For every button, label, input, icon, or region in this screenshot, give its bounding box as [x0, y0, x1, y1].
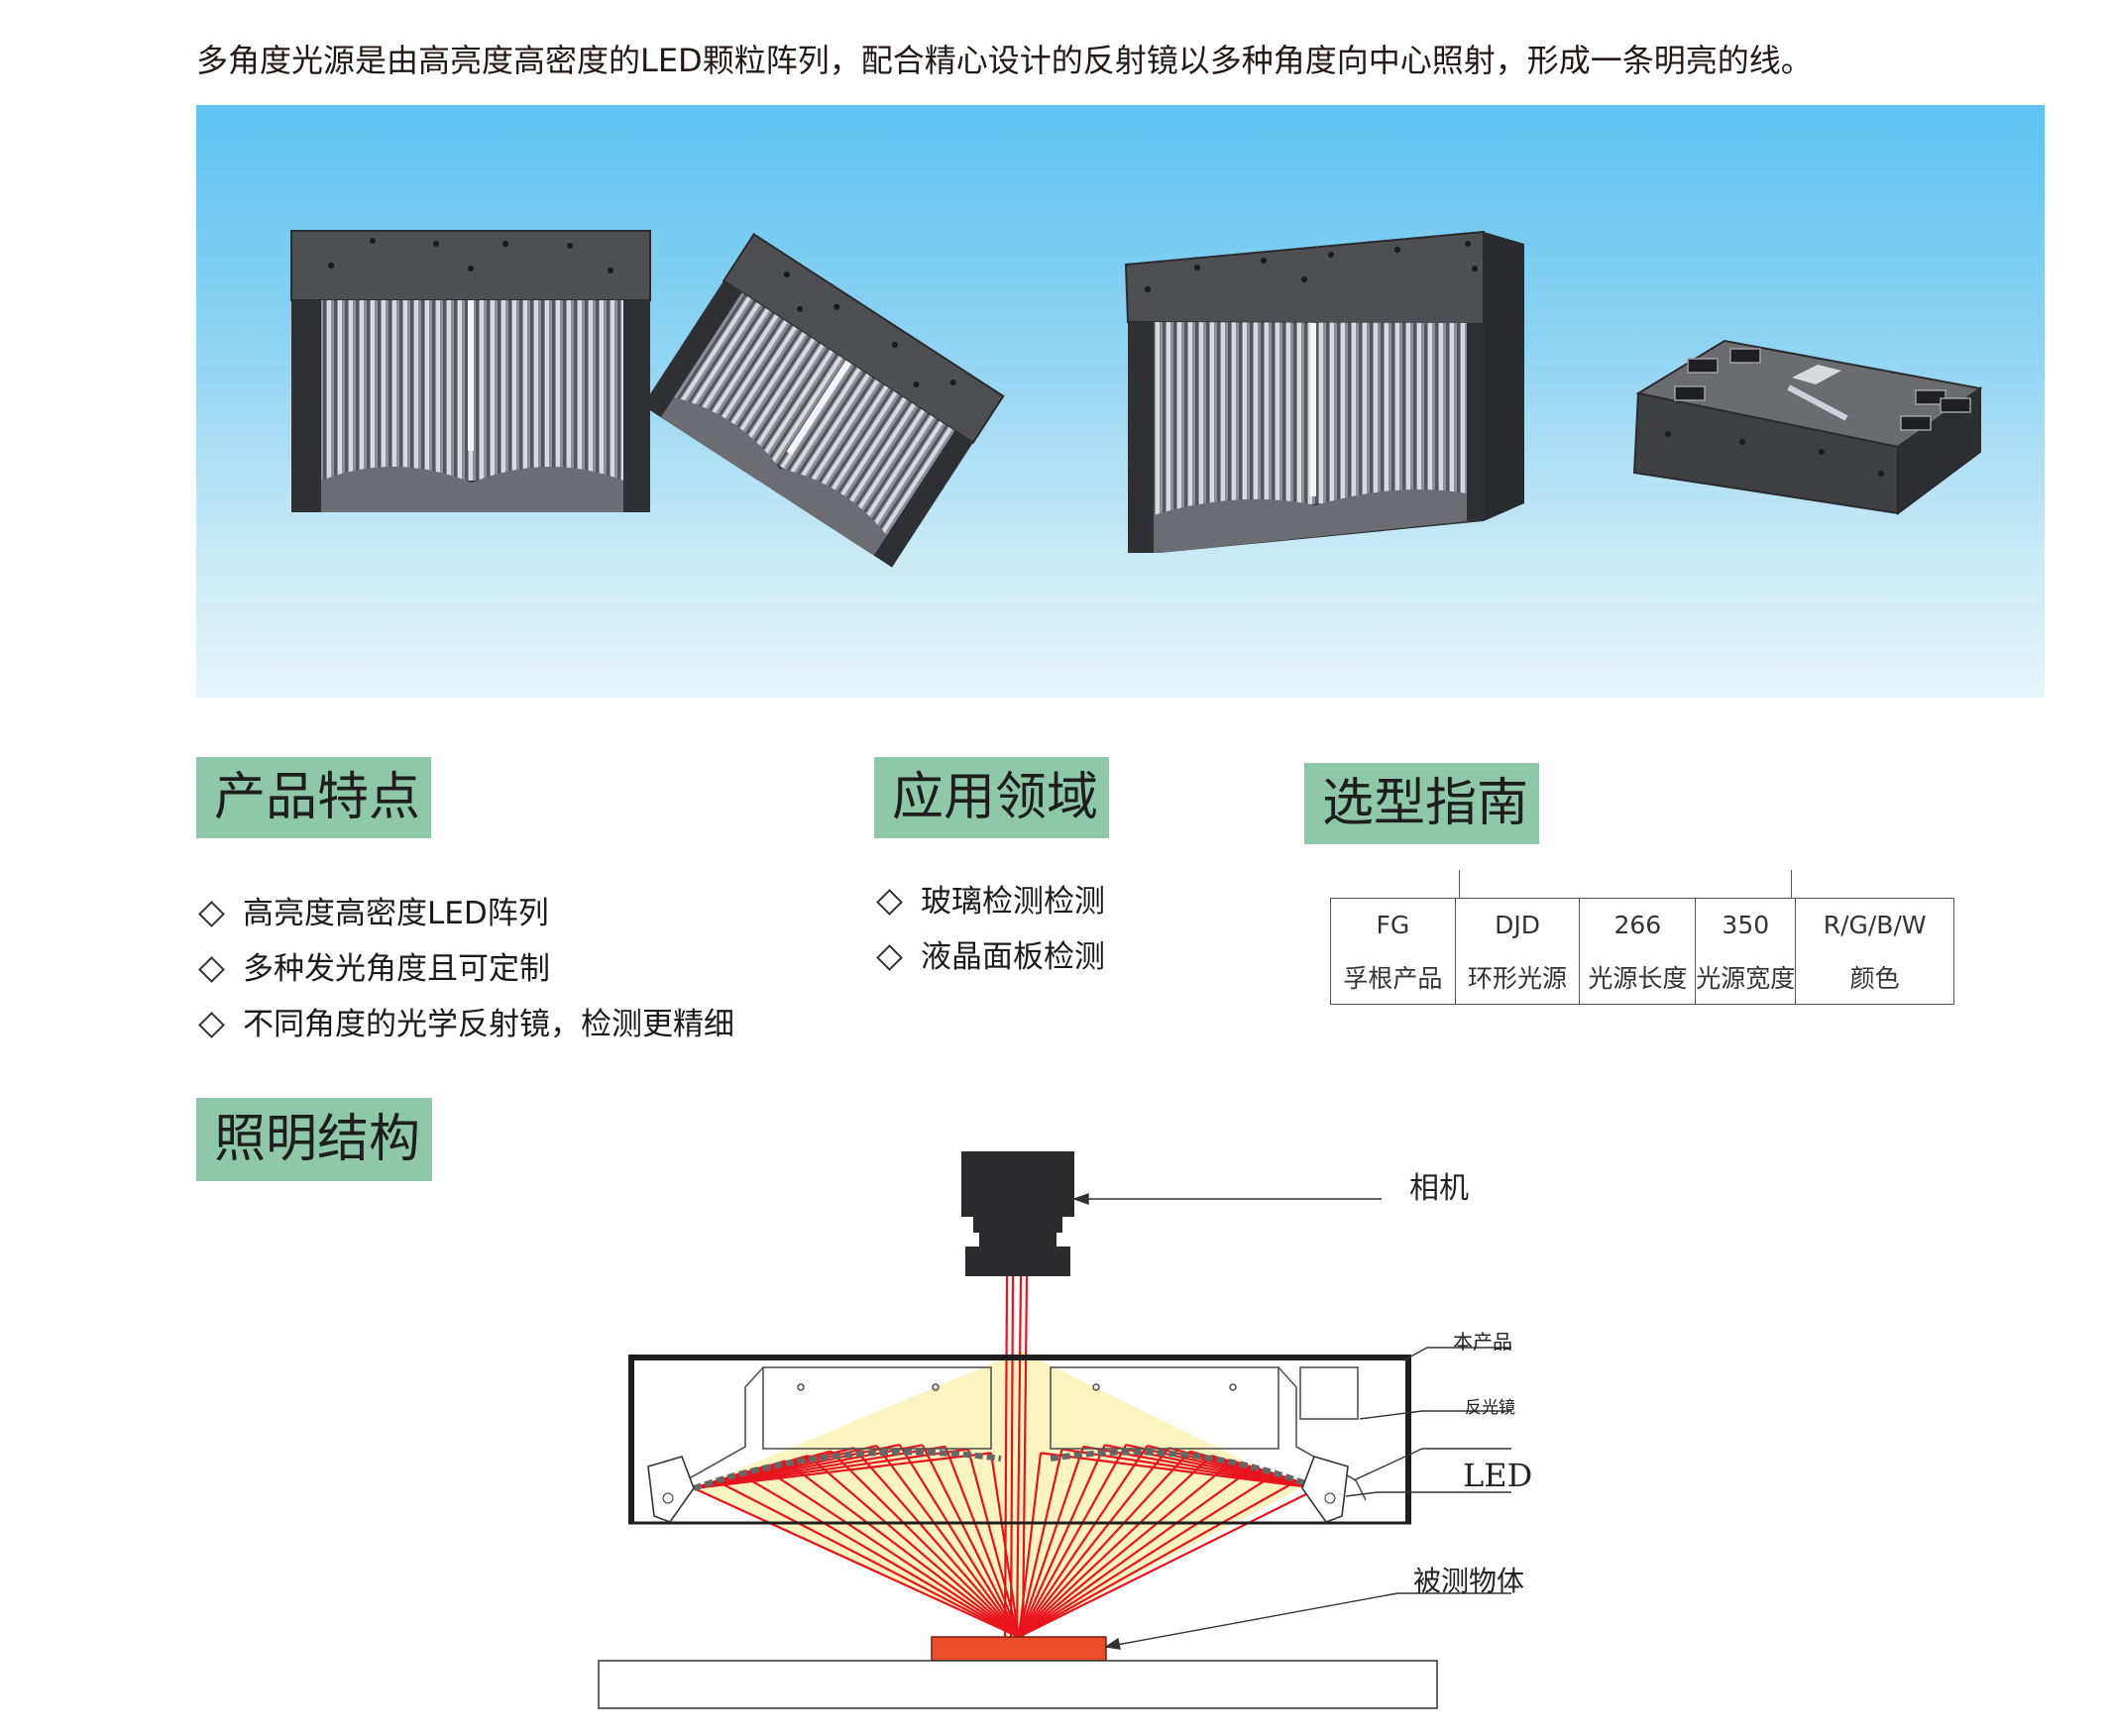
features-title: 产品特点 [196, 757, 431, 838]
intro-text: 多角度光源是由高亮度高密度的LED颗粒阵列，配合精心设计的反射镜以多种角度向中心… [196, 42, 1813, 79]
code-cell: DJD [1454, 898, 1581, 950]
code-cell: 350 [1695, 898, 1797, 950]
light-ray [1018, 1450, 1191, 1638]
product-photo [196, 105, 2045, 698]
diamond-bullet-icon [876, 943, 903, 971]
light-ray [898, 1444, 1020, 1638]
light-ray [693, 1452, 992, 1490]
leader-lines [1071, 1193, 1511, 1650]
code-cell: R/G/B/W [1795, 898, 1954, 950]
light-ray [1040, 1452, 1319, 1490]
list-item: 液晶面板检测 [874, 929, 1105, 985]
light-ray [1018, 1472, 1277, 1638]
label-object: 被测物体 [1413, 1565, 1525, 1597]
light-ray [1018, 1487, 1319, 1638]
light-ray [1018, 1447, 1170, 1638]
light-ray [852, 1447, 1020, 1638]
lighting-structure-diagram: 相机 本产品 反光镜 LED 被测物体 [585, 1139, 1532, 1724]
product-view-perspective [1124, 230, 1524, 553]
light-ray [1018, 1445, 1149, 1638]
guide-title: 选型指南 [1304, 763, 1539, 844]
camera-icon [961, 1151, 1074, 1276]
list-item: 不同角度的光学反射镜，检测更精细 [196, 997, 734, 1052]
code-cell: FG [1330, 898, 1456, 950]
label-cell: 环形光源 [1454, 950, 1581, 1005]
reflector-right [1050, 1449, 1320, 1491]
label-cell: 孚根产品 [1330, 950, 1456, 1005]
light-ray [875, 1445, 1020, 1638]
light-ray [1018, 1460, 1234, 1638]
light-ray [738, 1472, 1020, 1638]
reflector-left [693, 1449, 1002, 1491]
list-item: 多种发光角度且可定制 [196, 941, 734, 997]
light-ray [944, 1446, 1021, 1638]
label-cell: 光源宽度 [1695, 950, 1797, 1005]
light-ray [1017, 1446, 1085, 1638]
table-divider-tick [1459, 870, 1460, 898]
light-ray [1018, 1465, 1256, 1638]
light-ray [693, 1486, 1020, 1639]
light-ray [784, 1460, 1020, 1638]
light-ray [716, 1479, 1020, 1638]
led-mount-right [1301, 1456, 1349, 1523]
test-object [931, 1636, 1107, 1662]
product-view-back [1632, 339, 1983, 515]
structure-title: 照明结构 [196, 1098, 432, 1181]
label-reflector: 反光镜 [1465, 1398, 1515, 1418]
label-product: 本产品 [1453, 1330, 1512, 1354]
diamond-bullet-icon [198, 900, 225, 927]
product-renderings [290, 230, 1983, 568]
list-item: 玻璃检测检测 [874, 874, 1105, 929]
light-ray [1018, 1444, 1128, 1638]
label-camera: 相机 [1409, 1171, 1469, 1206]
model-code-table: FG DJD 266 350 R/G/B/W 孚根产品 环形光源 光源长度 光源… [1330, 898, 1954, 1005]
table-row: 孚根产品 环形光源 光源长度 光源宽度 颜色 [1330, 950, 1954, 1005]
camera-beam [1003, 1275, 1029, 1638]
light-ray [921, 1444, 1020, 1638]
light-ray [1017, 1444, 1106, 1638]
light-ray [761, 1465, 1020, 1638]
selection-guide-table: FG DJD 266 350 R/G/B/W 孚根产品 环形光源 光源长度 光源… [1330, 870, 1954, 1006]
label-cell: 光源长度 [1579, 950, 1697, 1005]
application-list: 玻璃检测检测 液晶面板检测 [874, 874, 1105, 985]
feature-list: 高亮度高密度LED阵列 多种发光角度且可定制 不同角度的光学反射镜，检测更精细 [196, 886, 734, 1052]
lighting-diagram-svg [598, 1151, 1511, 1709]
product-view-tilted [642, 233, 1005, 568]
diamond-bullet-icon [876, 888, 903, 916]
label-led: LED [1463, 1457, 1533, 1494]
light-ray [807, 1455, 1020, 1638]
light-ray [1017, 1449, 1063, 1638]
table-row: FG DJD 266 350 R/G/B/W [1330, 898, 1954, 950]
product-view-front [290, 230, 651, 512]
applications-title: 应用领域 [874, 757, 1109, 838]
light-ray [830, 1450, 1020, 1638]
product-housing [628, 1355, 1411, 1525]
label-cell: 颜色 [1795, 950, 1954, 1005]
table-divider-tick [1791, 870, 1792, 898]
stage-platform [598, 1660, 1438, 1709]
light-ray [1018, 1479, 1297, 1638]
led-mount-left [647, 1456, 695, 1523]
diamond-bullet-icon [198, 1011, 225, 1038]
list-item: 高亮度高密度LED阵列 [196, 886, 734, 941]
code-cell: 266 [1579, 898, 1697, 950]
diamond-bullet-icon [198, 955, 225, 983]
light-ray [1018, 1455, 1213, 1638]
